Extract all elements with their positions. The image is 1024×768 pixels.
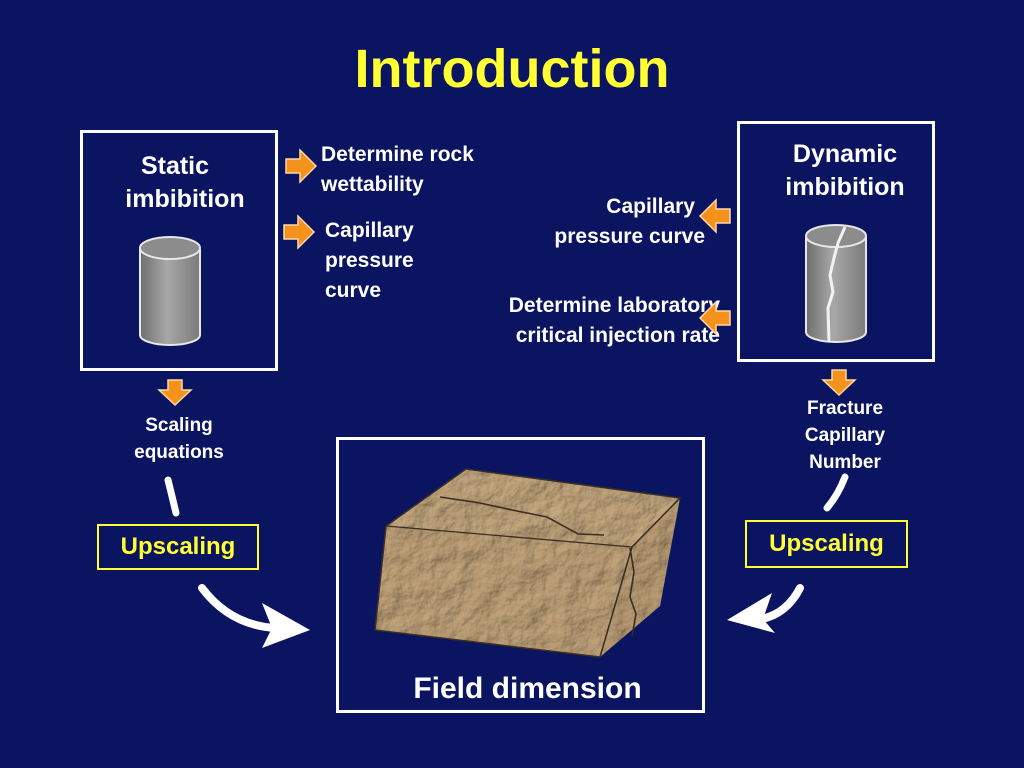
fracture-line: Fracture bbox=[806, 398, 884, 419]
output-line: Capillary bbox=[606, 195, 695, 218]
slide-title: Introduction bbox=[354, 39, 670, 99]
scaling-equations-label: Scaling equations bbox=[104, 412, 254, 466]
arrow-right-icon bbox=[285, 148, 318, 184]
output-capillary-pressure-dynamic: Capillary pressure curve bbox=[480, 192, 705, 252]
output-line: Capillary bbox=[325, 219, 414, 242]
arrow-down-icon bbox=[157, 379, 193, 407]
static-title-line1: Static bbox=[140, 152, 210, 180]
output-line: wettability bbox=[321, 173, 424, 196]
scaling-line: Scaling bbox=[145, 415, 213, 436]
output-line: pressure bbox=[325, 249, 414, 272]
static-core-cylinder bbox=[139, 236, 201, 346]
curved-arrow-icon bbox=[198, 584, 310, 648]
static-imbibition-box bbox=[80, 130, 278, 371]
dynamic-imbibition-title: Dynamic imbibition bbox=[760, 138, 930, 204]
output-line: curve bbox=[325, 279, 382, 302]
rock-block-image bbox=[374, 468, 682, 658]
output-line: Determine laboratory bbox=[508, 294, 720, 317]
upscaling-box-left: Upscaling bbox=[97, 524, 259, 570]
dynamic-imbibition-box bbox=[737, 121, 935, 362]
output-critical-injection-rate: Determine laboratory critical injection … bbox=[430, 291, 720, 351]
scaling-line: equations bbox=[134, 442, 224, 463]
dynamic-title-line2: imbibition bbox=[785, 173, 905, 201]
curved-arrow-icon bbox=[727, 584, 804, 633]
output-line: critical injection rate bbox=[515, 324, 720, 347]
arrow-right-icon bbox=[283, 214, 316, 250]
arrow-left-icon bbox=[698, 198, 731, 234]
static-imbibition-title: Static imbibition bbox=[100, 150, 270, 216]
field-dimension-label: Field dimension bbox=[413, 672, 642, 705]
output-line: Determine rock bbox=[321, 143, 474, 166]
fracture-line: Number bbox=[809, 452, 881, 473]
connector-line bbox=[823, 473, 849, 512]
fracture-line: Capillary bbox=[804, 425, 886, 446]
arrow-down-icon bbox=[821, 369, 857, 397]
field-dimension-box bbox=[336, 437, 705, 713]
output-capillary-pressure-static: Capillary pressure curve bbox=[325, 216, 465, 306]
static-title-line2: imbibition bbox=[125, 185, 245, 213]
fracture-capillary-number-label: Fracture Capillary Number bbox=[770, 395, 920, 476]
arrow-left-icon bbox=[698, 300, 731, 336]
output-line: pressure curve bbox=[554, 225, 705, 248]
dynamic-fractured-core-cylinder bbox=[805, 224, 867, 343]
dynamic-title-line1: Dynamic bbox=[792, 140, 898, 168]
output-rock-wettability: Determine rock wettability bbox=[321, 140, 541, 200]
upscaling-box-right: Upscaling bbox=[745, 520, 908, 568]
connector-line bbox=[164, 476, 180, 517]
